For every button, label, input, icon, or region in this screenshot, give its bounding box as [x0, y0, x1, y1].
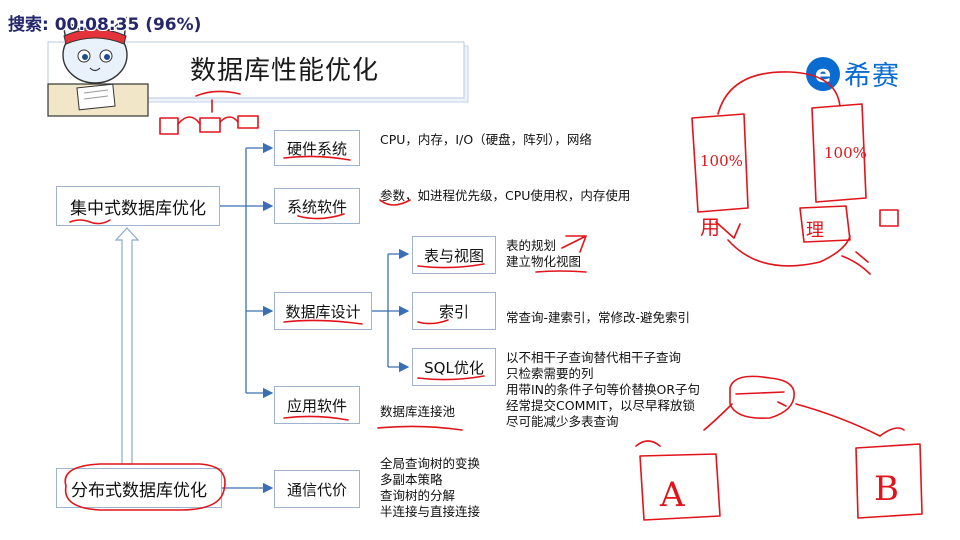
ink-node-b: [855, 443, 923, 519]
db-design-label: 数据库设计: [285, 302, 361, 321]
ink-check: [561, 235, 587, 253]
ink-edge: [703, 403, 733, 431]
ink-underline: [417, 375, 485, 381]
comm-cost-notes: 全局查询树的变换 多副本策略 查询树的分解 半连接与直接连接: [380, 456, 480, 520]
ink-left-pct: 100%: [700, 152, 743, 170]
ink-title-underline: [195, 90, 241, 97]
ink-box: [237, 115, 259, 129]
ink-edge: [795, 403, 881, 437]
tables-views-label: 表与视图: [423, 246, 484, 265]
logo-icon: e: [806, 56, 840, 91]
comm-cost-note: 查询树的分解: [380, 488, 456, 503]
ink-underline: [69, 219, 111, 225]
ink-node-a-label: A: [659, 475, 685, 515]
ink-disk-right: [811, 103, 867, 203]
ink-underline: [535, 270, 587, 273]
tables-views-note: 表的规划: [506, 238, 557, 253]
ink-left-mark: 用: [700, 215, 720, 239]
ink-node-a: [639, 453, 721, 521]
sql-opt-note: 只检索需要的列: [506, 366, 594, 381]
ink-underline: [417, 263, 485, 269]
ink-underline: [417, 319, 449, 325]
ink-oval: [64, 463, 226, 511]
ink-link: [177, 116, 201, 125]
app-software-box: 应用软件: [274, 386, 360, 424]
comm-cost-note: 全局查询树的变换: [380, 456, 481, 471]
db-design-box: 数据库设计: [274, 292, 372, 330]
sql-opt-label: SQL优化: [424, 358, 484, 377]
sql-opt-box: SQL优化: [412, 348, 496, 386]
ink-underline: [379, 199, 411, 206]
sql-opt-note: 以不相干子查询替代相干子查询: [506, 350, 682, 365]
ink-arrow: [715, 221, 741, 239]
app-software-note: 数据库连接池: [380, 404, 456, 419]
ink-underline: [283, 319, 363, 325]
ink-underline: [297, 213, 345, 220]
sql-opt-note: 尽可能减少多表查询: [506, 414, 619, 429]
ink-underline: [283, 155, 351, 161]
logo-text: 希赛: [844, 61, 900, 92]
tables-views-notes: 表的规划 建立物化视图: [506, 238, 581, 270]
page-title: 数据库性能优化: [190, 56, 380, 86]
hardware-note: CPU，内存，I/O（硬盘，阵列），网络: [380, 132, 592, 147]
sql-opt-note: 经常提交COMMIT，以尽早释放锁: [506, 398, 695, 413]
centralized-db-box: 集中式数据库优化: [56, 186, 220, 226]
centralized-db-label: 集中式数据库优化: [70, 198, 206, 219]
ink-node-b-label: B: [874, 469, 899, 509]
ink-tick: [777, 401, 787, 407]
app-software-label: 应用软件: [286, 396, 347, 415]
ink-node-line: [735, 391, 785, 395]
comm-cost-note: 半连接与直接连接: [380, 504, 481, 519]
ink-bottom-mark: 理: [806, 220, 824, 241]
hardware-label: 硬件系统: [286, 139, 347, 158]
comm-cost-note: 多副本策略: [380, 472, 443, 487]
distributed-db-box: 分布式数据库优化: [56, 468, 222, 508]
ink-underline: [377, 425, 463, 431]
brand-logo: e 希赛: [806, 54, 900, 93]
ink-right-pct: 100%: [824, 144, 867, 162]
ink-edge: [635, 440, 661, 447]
timer-overlay: 搜索: 00:08:35 (96%): [8, 15, 202, 35]
ink-arrow: [841, 251, 871, 275]
sql-opt-note: 用带IN的条件子句等价替换OR子句: [506, 382, 701, 397]
comm-cost-label: 通信代价: [286, 480, 347, 499]
system-software-note: 参数，如进程优先级，CPU使用权，内存使用: [380, 188, 631, 203]
sql-opt-notes: 以不相干子查询替代相干子查询 只检索需要的列 用带IN的条件子句等价替换OR子句…: [506, 350, 700, 430]
index-label: 索引: [438, 302, 469, 321]
distributed-db-label: 分布式数据库优化: [71, 480, 207, 501]
ink-underline: [283, 415, 349, 421]
ink-node-top: [729, 375, 795, 420]
system-software-label: 系统软件: [286, 197, 347, 216]
ink-box: [879, 209, 899, 227]
inheritance-arrow: [114, 227, 140, 465]
ink-box: [159, 117, 179, 135]
ink-box: [799, 205, 851, 243]
ink-arc-bottom: [727, 235, 851, 267]
ink-disk-left: [691, 113, 749, 213]
ink-box: [199, 117, 221, 133]
ink-arc-top: [717, 71, 841, 115]
ink-link: [219, 116, 239, 123]
tables-views-note: 建立物化视图: [506, 254, 582, 269]
ink-edge: [879, 427, 905, 437]
comm-cost-box: 通信代价: [274, 470, 360, 508]
index-note: 常查询-建索引，常修改-避免索引: [506, 310, 691, 325]
